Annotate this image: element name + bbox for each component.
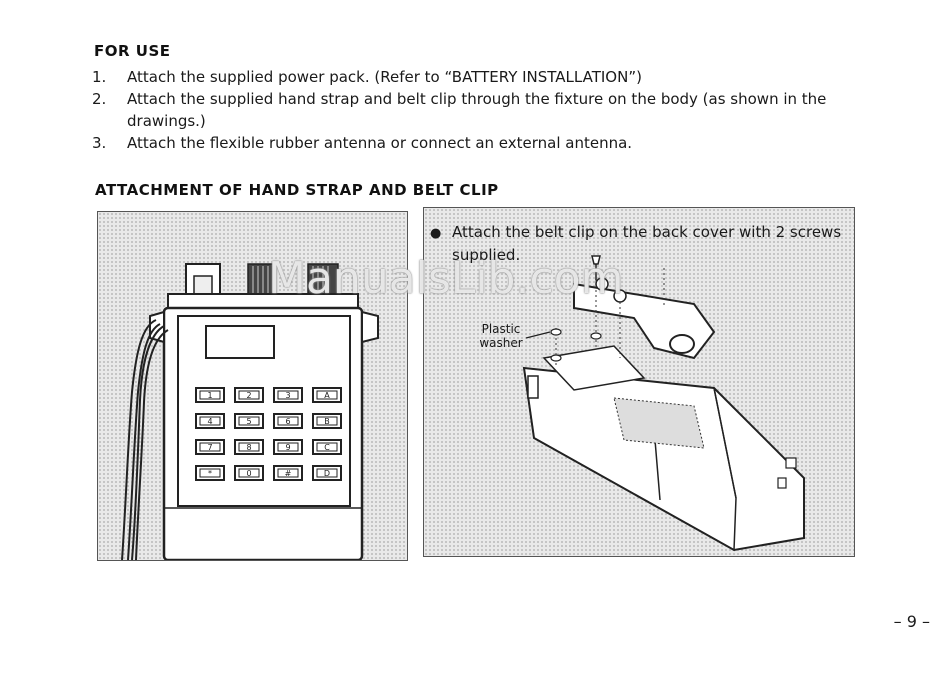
svg-text:8: 8 <box>246 443 251 452</box>
svg-text:7: 7 <box>207 443 212 452</box>
page-number: – 9 – <box>893 612 930 631</box>
keypad-key-3: 3 <box>273 387 303 403</box>
svg-text:3: 3 <box>285 391 290 400</box>
keypad-key-A: A <box>312 387 342 403</box>
keypad: 1 2 3 A 4 5 6 B 7 8 9 C * 0 # D <box>195 387 342 481</box>
step-text: Attach the supplied hand strap and belt … <box>127 90 827 130</box>
step-number: 1. <box>92 68 107 86</box>
steps-list: 1. Attach the supplied power pack. (Refe… <box>92 66 862 154</box>
radio-back-illustration <box>522 255 805 552</box>
keypad-key-8: 8 <box>234 439 264 455</box>
keypad-key-C: C <box>312 439 342 455</box>
svg-text:1: 1 <box>207 391 212 400</box>
section-heading-attachment: ATTACHMENT OF HAND STRAP AND BELT CLIP <box>95 181 499 199</box>
step-1: 1. Attach the supplied power pack. (Refe… <box>92 66 862 88</box>
step-2: 2. Attach the supplied hand strap and be… <box>92 88 862 132</box>
step-3: 3. Attach the flexible rubber antenna or… <box>92 132 862 154</box>
keypad-key-*: * <box>195 465 225 481</box>
svg-text:4: 4 <box>207 417 212 426</box>
keypad-key-9: 9 <box>273 439 303 455</box>
plastic-washer-label: Plastic washer <box>479 322 523 350</box>
belt-clip-figure: ● Attach the belt clip on the back cover… <box>423 207 855 557</box>
keypad-key-4: 4 <box>195 413 225 429</box>
svg-text:0: 0 <box>246 469 251 478</box>
keypad-key-2: 2 <box>234 387 264 403</box>
svg-text:2: 2 <box>246 391 251 400</box>
svg-text:6: 6 <box>285 417 290 426</box>
keypad-key-7: 7 <box>195 439 225 455</box>
radio-front-illustration: 1 2 3 A 4 5 6 B 7 8 9 C * 0 # D <box>121 263 379 562</box>
step-text: Attach the supplied power pack. (Refer t… <box>127 68 642 86</box>
section-heading-for-use: FOR USE <box>94 42 171 60</box>
hand-strap-figure: 1 2 3 A 4 5 6 B 7 8 9 C * 0 # D <box>97 211 408 562</box>
step-number: 3. <box>92 134 107 152</box>
keypad-key-#: # <box>273 465 303 481</box>
keypad-key-1: 1 <box>195 387 225 403</box>
keypad-key-D: D <box>312 465 342 481</box>
belt-clip-instruction: Attach the belt clip on the back cover w… <box>452 223 842 264</box>
keypad-key-6: 6 <box>273 413 303 429</box>
watermark: ManualsLib.com <box>268 253 624 304</box>
keypad-key-5: 5 <box>234 413 264 429</box>
svg-text:*: * <box>208 469 212 478</box>
svg-text:#: # <box>285 469 292 478</box>
svg-text:B: B <box>324 417 330 426</box>
svg-text:C: C <box>324 443 330 452</box>
svg-text:9: 9 <box>285 443 290 452</box>
svg-text:A: A <box>324 391 330 400</box>
keypad-key-B: B <box>312 413 342 429</box>
bullet-icon: ● <box>430 226 442 241</box>
step-text: Attach the flexible rubber antenna or co… <box>127 134 633 152</box>
svg-text:5: 5 <box>246 417 251 426</box>
step-number: 2. <box>92 90 107 108</box>
svg-text:D: D <box>324 469 330 478</box>
keypad-key-0: 0 <box>234 465 264 481</box>
